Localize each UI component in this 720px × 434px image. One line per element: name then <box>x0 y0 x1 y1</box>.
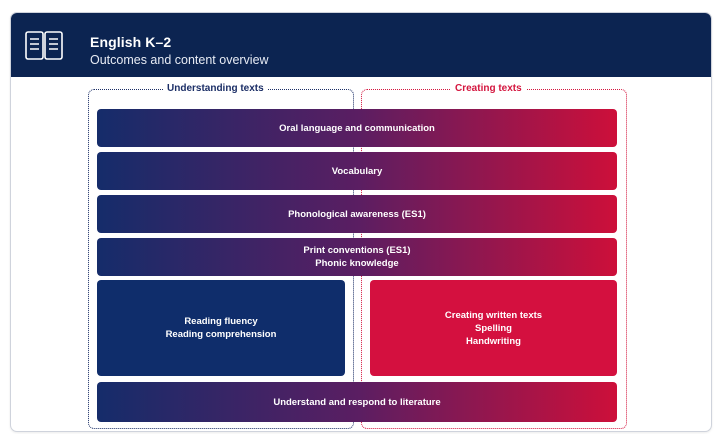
print-conventions-bar: Print conventions (ES1) Phonic knowledge <box>97 238 617 276</box>
understanding-texts-label: Understanding texts <box>163 82 268 96</box>
handwriting-label: Handwriting <box>466 335 521 347</box>
open-book-icon <box>25 31 63 60</box>
oral-language-bar: Oral language and communication <box>97 109 617 147</box>
phonological-awareness-label: Phonological awareness (ES1) <box>288 208 426 220</box>
spelling-label: Spelling <box>475 322 512 334</box>
page-subtitle: Outcomes and content overview <box>90 53 269 67</box>
header-banner: English K–2 Outcomes and content overvie… <box>11 13 711 77</box>
reading-comprehension-label: Reading comprehension <box>165 329 277 340</box>
page-title: English K–2 <box>90 34 172 50</box>
literature-label: Understand and respond to literature <box>273 396 441 408</box>
phonological-awareness-bar: Phonological awareness (ES1) <box>97 195 617 233</box>
creating-written-texts-label: Creating written texts <box>444 309 543 321</box>
oral-language-label: Oral language and communication <box>279 122 435 134</box>
print-conventions-label: Print conventions (ES1) <box>303 245 411 256</box>
vocabulary-label: Vocabulary <box>331 165 383 177</box>
reading-fluency-label: Reading fluency <box>184 316 258 327</box>
vocabulary-bar: Vocabulary <box>97 152 617 190</box>
creating-box: Creating written texts Spelling Handwrit… <box>370 280 617 376</box>
creating-texts-label: Creating texts <box>451 82 526 96</box>
literature-bar: Understand and respond to literature <box>97 382 617 422</box>
phonic-knowledge-label: Phonic knowledge <box>315 258 399 269</box>
reading-box: Reading fluency Reading comprehension <box>97 280 345 376</box>
